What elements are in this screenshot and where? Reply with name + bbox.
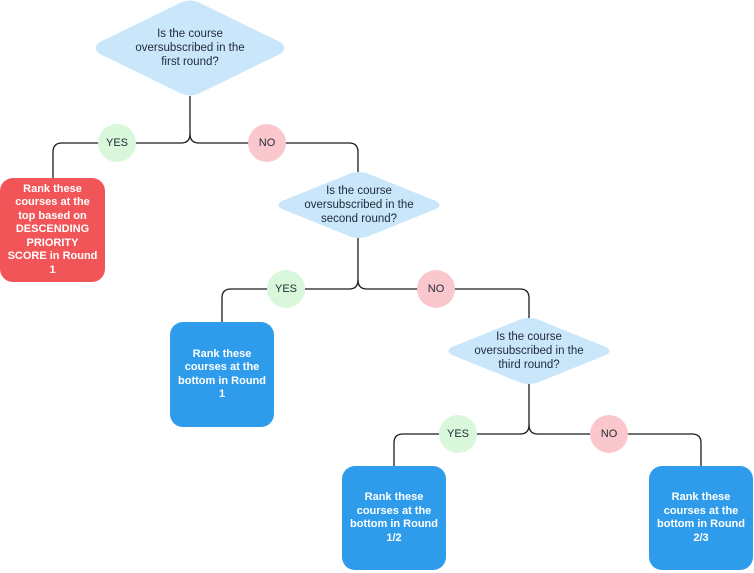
yes-label-2: YES bbox=[267, 270, 305, 308]
diamond-shape bbox=[278, 172, 440, 238]
decision-second-round-label: Is the course oversubscribed in the seco… bbox=[304, 185, 414, 225]
diamond-shape bbox=[448, 318, 610, 384]
diamond-shape bbox=[95, 0, 285, 96]
yes-label-3: YES bbox=[439, 415, 477, 453]
no-label-1: NO bbox=[248, 124, 286, 162]
outcome-rank-bottom-round-1: Rank these courses at the bottom in Roun… bbox=[170, 322, 274, 427]
outcome-rank-top-round-1: Rank these courses at the top based on D… bbox=[0, 178, 105, 282]
no-label-3: NO bbox=[590, 415, 628, 453]
connector-q1-no bbox=[189, 133, 359, 172]
decision-third-round: Is the course oversubscribed in the thir… bbox=[446, 318, 612, 384]
outcome-rank-bottom-round-1-2: Rank these courses at the bottom in Roun… bbox=[342, 466, 446, 570]
decision-second-round: Is the course oversubscribed in the seco… bbox=[276, 172, 442, 238]
decision-first-round-label: Is the course oversubscribed in the firs… bbox=[135, 28, 245, 68]
outcome-rank-bottom-round-2-3: Rank these courses at the bottom in Roun… bbox=[649, 466, 753, 570]
no-label-2: NO bbox=[417, 270, 455, 308]
yes-label-1: YES bbox=[98, 124, 136, 162]
decision-first-round: Is the course oversubscribed in the firs… bbox=[92, 0, 288, 96]
connector-q3-no bbox=[528, 424, 702, 466]
decision-third-round-label: Is the course oversubscribed in the thir… bbox=[474, 331, 584, 371]
connector-q2-no bbox=[357, 279, 530, 318]
